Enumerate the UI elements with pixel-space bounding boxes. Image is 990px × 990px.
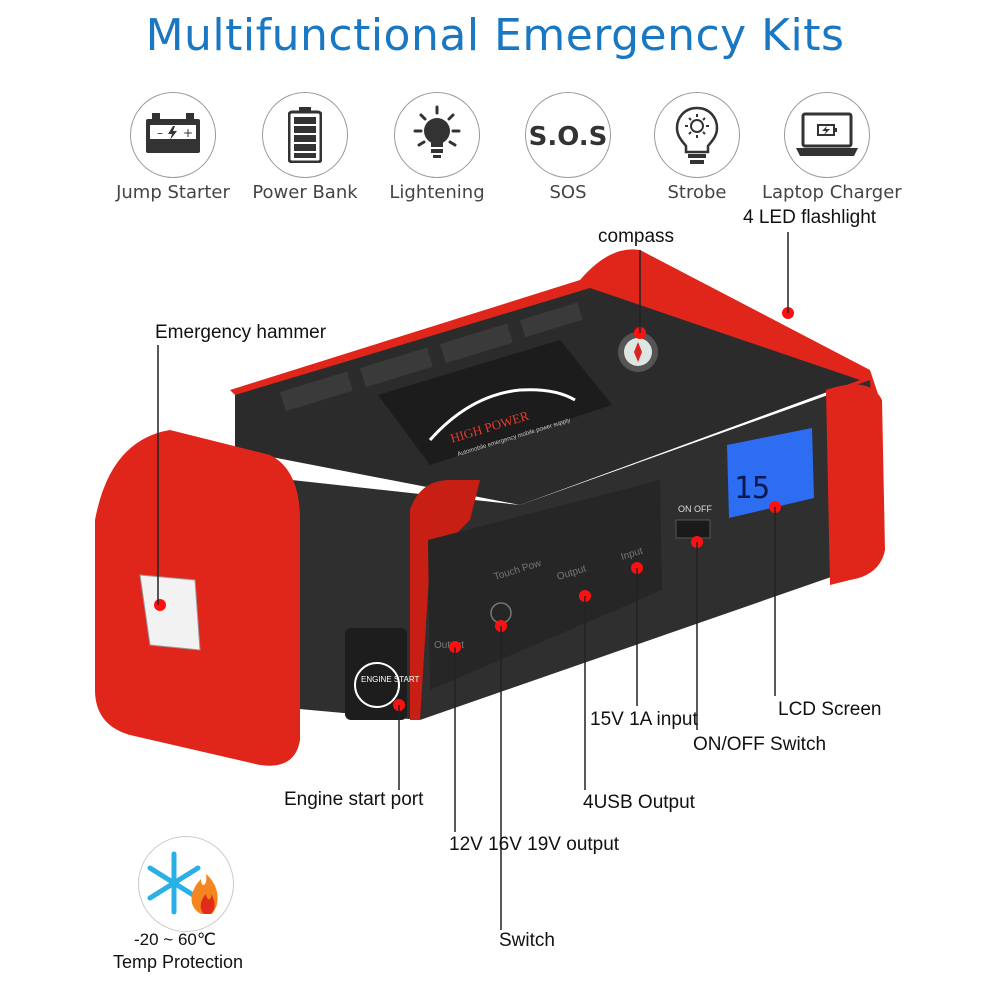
lcd-screen — [727, 428, 814, 518]
device-ridges — [280, 302, 583, 412]
callout-lcd: LCD Screen — [778, 699, 882, 720]
on-off-switch[interactable] — [675, 519, 711, 539]
emergency-hammer — [139, 574, 201, 651]
battery-icon: – + — [130, 92, 216, 178]
callout-usb: 4USB Output — [583, 792, 695, 813]
car-logo — [428, 388, 576, 441]
temperature-icon — [138, 836, 234, 932]
page-title: Multifunctional Emergency Kits — [145, 10, 845, 61]
callout-lines — [157, 232, 789, 930]
callout-output: 12V 16V 19V output — [449, 834, 620, 855]
lightbulb-icon — [394, 92, 480, 178]
feature-label: SOS — [549, 182, 587, 203]
feature-sos: S.O.S SOS — [503, 92, 633, 203]
device-rear-bumper — [230, 249, 880, 420]
callout-flashlight: 4 LED flashlight — [743, 207, 877, 228]
feature-label: Jump Starter — [116, 182, 230, 203]
callout-input: 15V 1A input — [590, 709, 698, 730]
on-off-text: ON OFF — [678, 504, 712, 514]
engine-start-port — [345, 628, 407, 720]
lcd-value: 15 — [734, 471, 770, 506]
feature-jump-starter: – + Jump Starter — [108, 92, 238, 203]
feature-strobe: Strobe — [632, 92, 762, 203]
feature-label: Power Bank — [252, 182, 358, 203]
port-cover — [428, 480, 662, 690]
engine-start-text: ENGINE START — [361, 675, 419, 684]
sos-icon: S.O.S — [525, 92, 611, 178]
temp-label: Temp Protection — [113, 952, 244, 972]
left-bumper — [95, 430, 300, 766]
svg-text:–: – — [157, 126, 163, 140]
callout-onoff: ON/OFF Switch — [693, 734, 827, 755]
feature-label: Strobe — [667, 182, 727, 203]
callout-switch: Switch — [499, 930, 555, 951]
feature-lightening: Lightening — [372, 92, 502, 203]
feature-label: Laptop Charger — [762, 182, 902, 203]
feature-power-bank: Power Bank — [240, 92, 370, 203]
temp-range: -20 ~ 60℃ — [134, 930, 216, 949]
callout-engine-port: Engine start port — [284, 789, 424, 810]
svg-text:+: + — [183, 126, 193, 140]
callout-compass: compass — [598, 226, 675, 247]
strobe-bulb-icon — [654, 92, 740, 178]
port-label: Output — [434, 640, 464, 651]
power-bank-icon — [262, 92, 348, 178]
feature-label: Lightening — [389, 182, 485, 203]
svg-text:S.O.S: S.O.S — [529, 122, 607, 152]
laptop-icon — [784, 92, 870, 178]
callout-hammer: Emergency hammer — [155, 322, 327, 343]
feature-laptop-charger: Laptop Charger — [762, 92, 902, 203]
right-bumper — [826, 384, 885, 585]
